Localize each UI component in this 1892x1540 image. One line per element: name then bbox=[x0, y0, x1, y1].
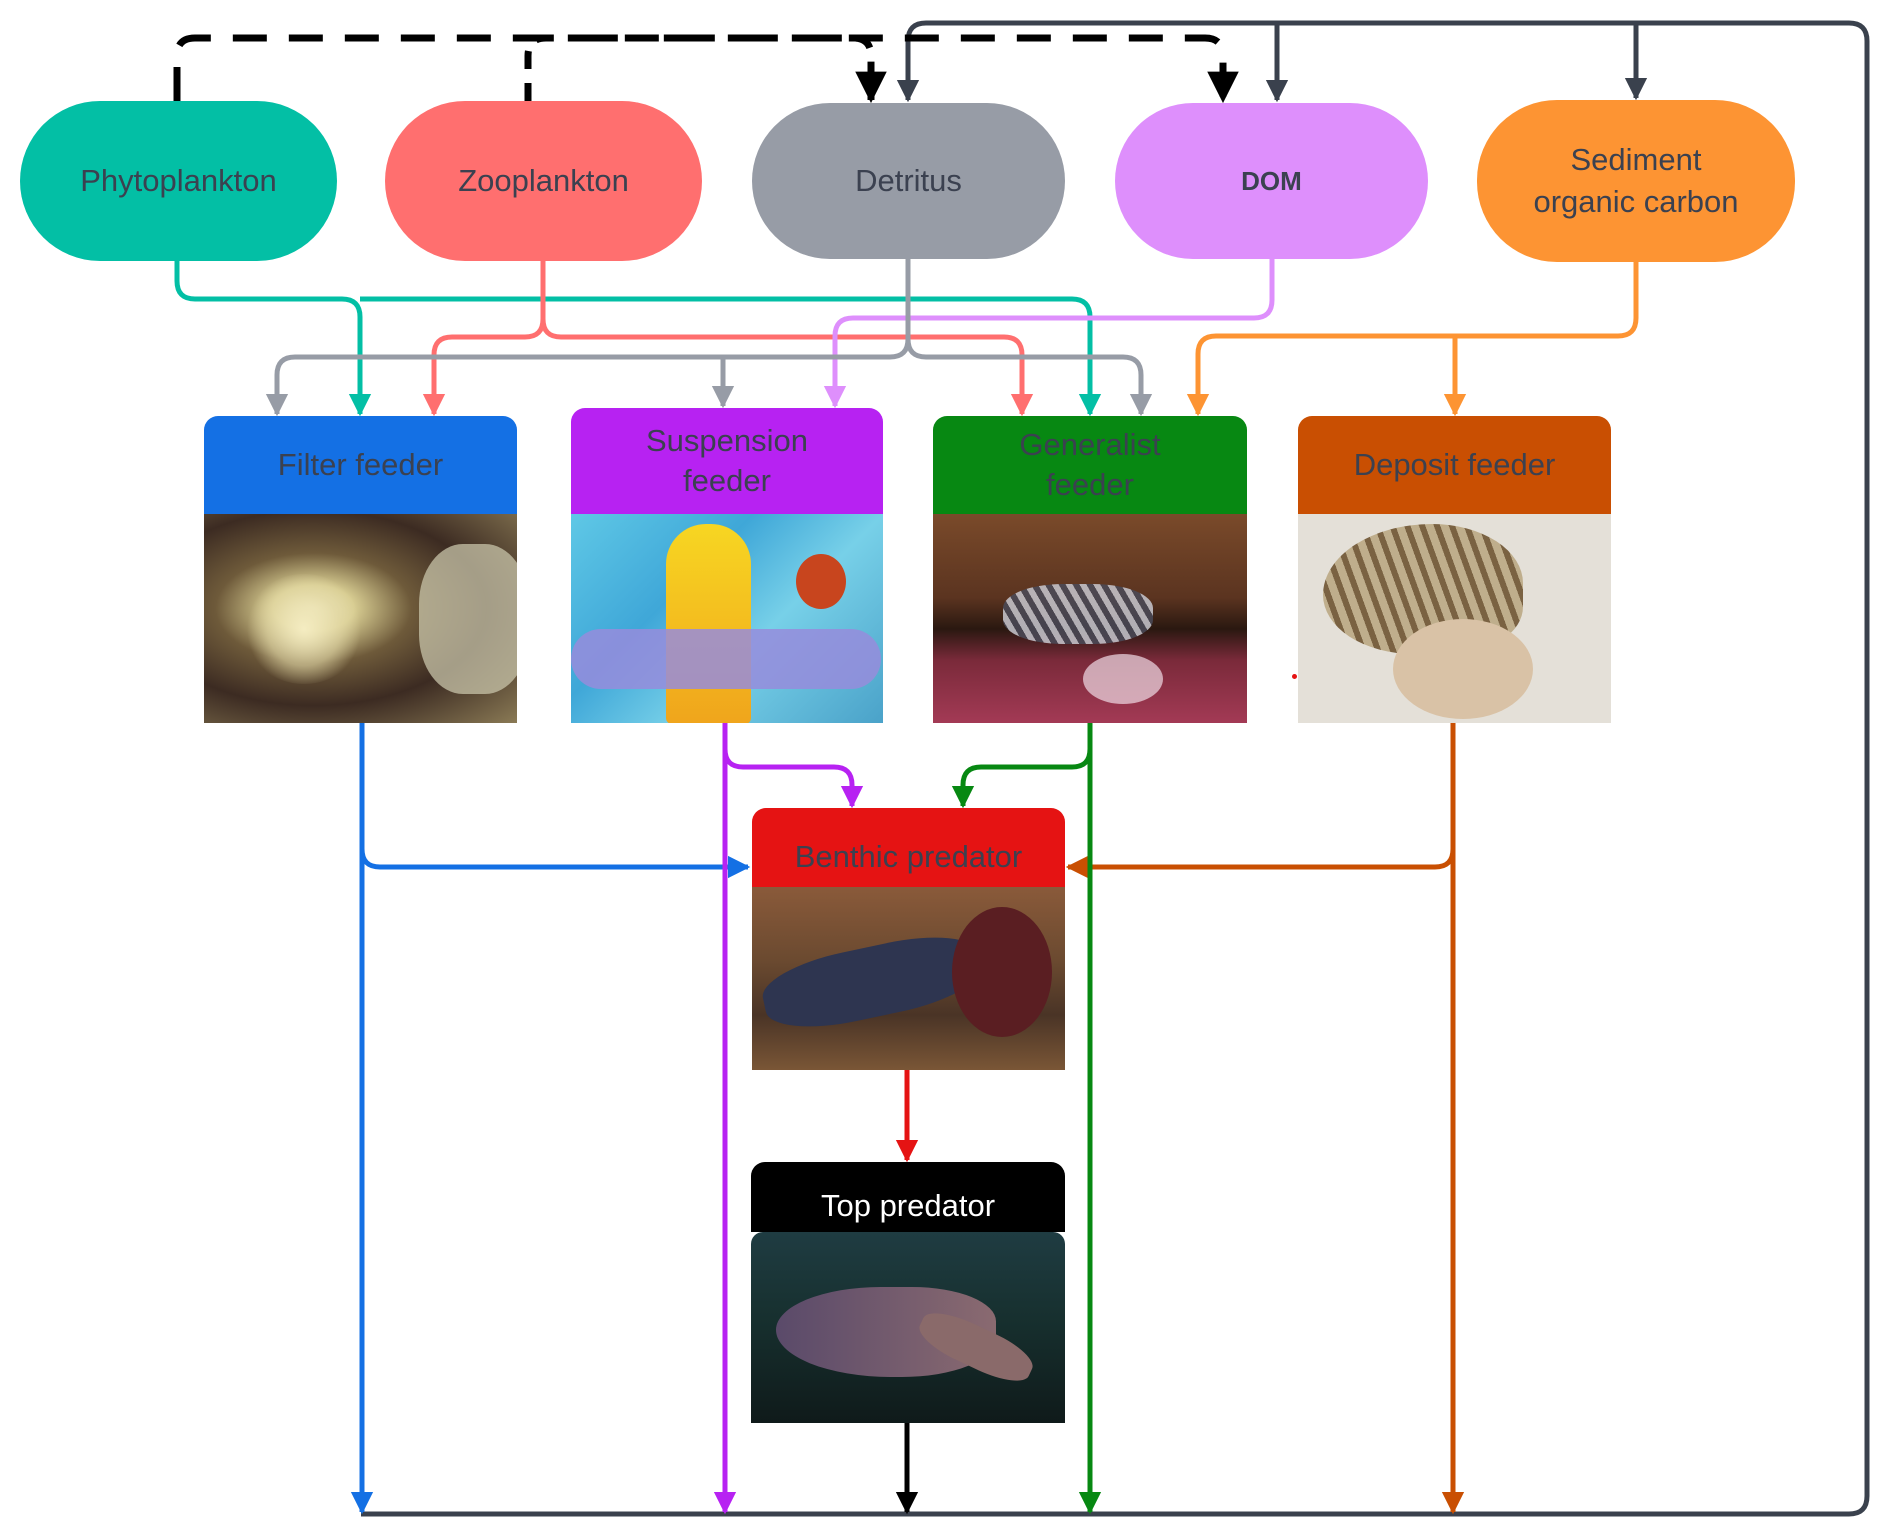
pool-detritus[interactable]: Detritus bbox=[752, 103, 1065, 259]
generalist-feeder-to-benthic-predator bbox=[951, 723, 1093, 809]
node-label: Filter feeder bbox=[277, 447, 444, 482]
node-label: Benthic predator bbox=[794, 838, 1023, 874]
filter-feeder-photo bbox=[204, 514, 517, 723]
generalist-feeder-photo bbox=[933, 514, 1247, 723]
pool-label: Detritus bbox=[855, 163, 962, 198]
detritus-to-generalist-feeder bbox=[905, 320, 1153, 417]
deposit-feeder-to-benthic-predator bbox=[1065, 723, 1456, 879]
benthic-predator-photo bbox=[752, 887, 1065, 1070]
zooplankton-to-filter-feeder bbox=[422, 261, 546, 417]
top-predator-photo bbox=[751, 1232, 1065, 1423]
pool-sediment-organic-carbon[interactable]: Sediment organic carbon bbox=[1477, 100, 1795, 262]
pool-label: Sediment organic carbon bbox=[1533, 142, 1739, 219]
pool-label: Phytoplankton bbox=[80, 163, 277, 198]
phytoplankton-to-filter-feeder bbox=[174, 261, 372, 417]
pool-zooplankton[interactable]: Zooplankton bbox=[385, 101, 702, 261]
node-filter-feeder[interactable]: Filter feeder bbox=[204, 416, 517, 723]
node-benthic-predator[interactable]: Benthic predator bbox=[752, 808, 1065, 1070]
dom-to-suspension-feeder bbox=[823, 259, 1275, 409]
node-label: Suspension feeder bbox=[645, 423, 808, 498]
phytoplankton-to-dom-dashed bbox=[173, 34, 1239, 104]
zooplankton-to-detritus-dashed bbox=[524, 34, 887, 104]
node-header: Top predator bbox=[751, 1162, 1065, 1232]
node-label: Top predator bbox=[820, 1188, 996, 1223]
node-header: Deposit feeder bbox=[1298, 416, 1611, 514]
node-label: Deposit feeder bbox=[1353, 447, 1556, 482]
node-suspension-feeder[interactable]: Suspension feeder bbox=[571, 408, 883, 723]
red-dot-marker bbox=[1292, 674, 1297, 679]
suspension-feeder-photo bbox=[571, 514, 883, 723]
pool-label: Zooplankton bbox=[458, 163, 629, 198]
node-header: Generalist feeder bbox=[933, 416, 1247, 514]
node-deposit-feeder[interactable]: Deposit feeder bbox=[1298, 416, 1611, 723]
node-top-predator[interactable]: Top predator bbox=[751, 1162, 1065, 1423]
filter-feeder-to-benthic-predator bbox=[359, 723, 751, 879]
pool-dom[interactable]: DOM bbox=[1115, 103, 1428, 259]
node-generalist-feeder[interactable]: Generalist feeder bbox=[933, 416, 1247, 723]
node-header: Filter feeder bbox=[204, 416, 517, 514]
node-header: Suspension feeder bbox=[571, 408, 883, 514]
sediment-to-generalist-feeder bbox=[1186, 262, 1639, 417]
recycle-bus-line bbox=[361, 20, 1870, 1517]
zooplankton-to-generalist-feeder bbox=[540, 300, 1034, 417]
node-header: Benthic predator bbox=[752, 808, 1065, 887]
node-label: Generalist feeder bbox=[1019, 427, 1161, 502]
deposit-feeder-photo bbox=[1298, 514, 1611, 723]
pool-label: DOM bbox=[1241, 166, 1302, 196]
suspension-feeder-to-benthic-predator bbox=[722, 723, 864, 809]
pool-phytoplankton[interactable]: Phytoplankton bbox=[20, 101, 337, 261]
